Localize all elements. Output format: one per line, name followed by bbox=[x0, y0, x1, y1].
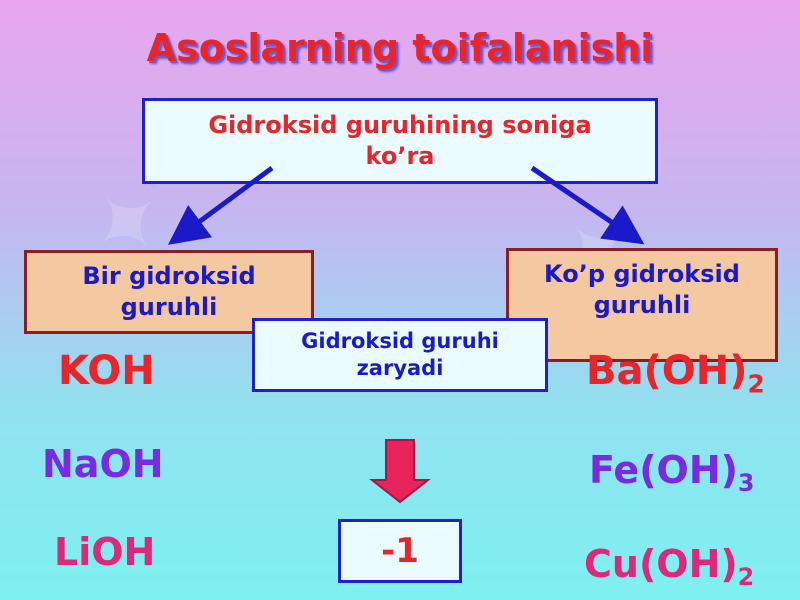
hydroxide-charge-box: Gidroksid guruhi zaryadi bbox=[252, 318, 548, 392]
formula-baoh2-sub: 2 bbox=[747, 369, 765, 399]
arrow-right bbox=[530, 165, 645, 245]
multi-line-1: Ko’p gidroksid bbox=[544, 260, 740, 288]
formula-cuoh2: Cu(OH)2 bbox=[584, 542, 754, 591]
single-line-2: guruhli bbox=[120, 293, 218, 321]
single-hydroxide-box: Bir gidroksid guruhli bbox=[24, 250, 314, 334]
multi-hydroxide-box: Ko’p gidroksid guruhli bbox=[506, 248, 778, 362]
charge-value-box: -1 bbox=[338, 519, 462, 583]
formula-feoh3: Fe(OH)3 bbox=[589, 448, 754, 497]
formula-lioh: LiOH bbox=[54, 530, 156, 574]
charge-line-2: zaryadi bbox=[356, 356, 444, 380]
multi-line-2: guruhli bbox=[593, 291, 691, 320]
formula-cuoh2-sub: 2 bbox=[737, 563, 755, 592]
criteria-box: Gidroksid guruhining soniga ko’ra bbox=[142, 98, 658, 184]
formula-naoh: NaOH bbox=[42, 442, 164, 486]
charge-line-1: Gidroksid guruhi bbox=[301, 328, 499, 353]
formula-baoh2: Ba(OH)2 bbox=[586, 348, 765, 399]
criteria-line-2: ko’ra bbox=[365, 142, 435, 170]
formula-feoh3-sub: 3 bbox=[738, 469, 755, 498]
arrow-down bbox=[369, 439, 431, 504]
criteria-line-1: Gidroksid guruhining soniga bbox=[208, 110, 592, 139]
formula-baoh2-base: Ba(OH) bbox=[586, 348, 748, 394]
arrow-left bbox=[167, 165, 274, 245]
single-line-1: Bir gidroksid bbox=[82, 261, 256, 290]
formula-feoh3-base: Fe(OH) bbox=[589, 448, 739, 492]
charge-value: -1 bbox=[381, 530, 419, 571]
formula-koh: KOH bbox=[58, 348, 155, 394]
formula-cuoh2-base: Cu(OH) bbox=[584, 542, 738, 586]
slide-title: Asoslarning toifalanishi bbox=[146, 26, 654, 70]
